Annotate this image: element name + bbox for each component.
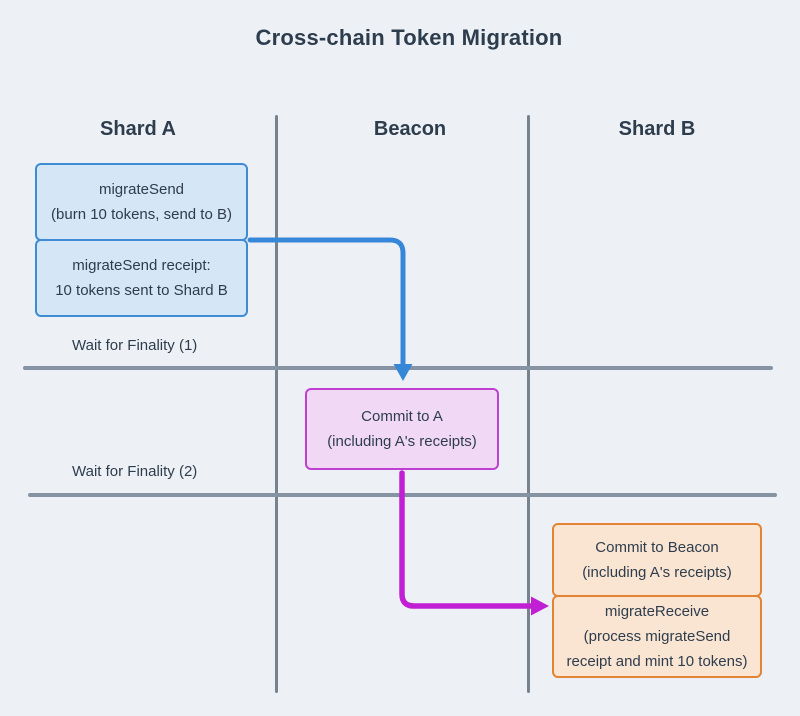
node-text-line: Commit to Beacon xyxy=(595,539,719,556)
column-divider-line-left xyxy=(275,115,278,693)
column-header-beacon: Beacon xyxy=(373,118,447,140)
node-migrate-send: migrateSend (burn 10 tokens, send to B) xyxy=(35,163,248,241)
node-migrate-receive: migrateReceive (process migrateSend rece… xyxy=(552,595,762,678)
arrow-beacon-to-shard-b-head-icon xyxy=(531,596,549,616)
node-text-line: (process migrateSend xyxy=(583,628,731,645)
node-text-line: (including A's receipts) xyxy=(327,433,477,450)
finality-line-2 xyxy=(28,493,777,497)
node-text-line: Commit to A xyxy=(361,408,443,425)
node-text-line: (burn 10 tokens, send to B) xyxy=(51,206,232,223)
column-header-shard-b: Shard B xyxy=(618,118,696,140)
node-commit-to-a: Commit to A (including A's receipts) xyxy=(305,388,499,470)
node-text-line: migrateSend xyxy=(98,181,185,198)
finality-label-1: Wait for Finality (1) xyxy=(72,337,198,354)
node-text-line: migrateReceive xyxy=(604,603,710,620)
node-migrate-send-receipt: migrateSend receipt: 10 tokens sent to S… xyxy=(35,239,248,317)
column-divider-line-right xyxy=(527,115,530,693)
finality-line-1 xyxy=(23,366,773,370)
column-header-shard-a: Shard A xyxy=(100,118,176,140)
finality-label-2: Wait for Finality (2) xyxy=(72,463,198,480)
node-text-line: 10 tokens sent to Shard B xyxy=(55,282,228,299)
node-commit-to-beacon: Commit to Beacon (including A's receipts… xyxy=(552,523,762,597)
arrow-send-to-beacon xyxy=(247,237,406,367)
node-text-line: (including A's receipts) xyxy=(582,564,732,581)
node-text-line: migrateSend receipt: xyxy=(72,257,211,274)
diagram-title: Cross-chain Token Migration xyxy=(255,25,563,50)
node-text-line: receipt and mint 10 tokens) xyxy=(566,653,748,670)
